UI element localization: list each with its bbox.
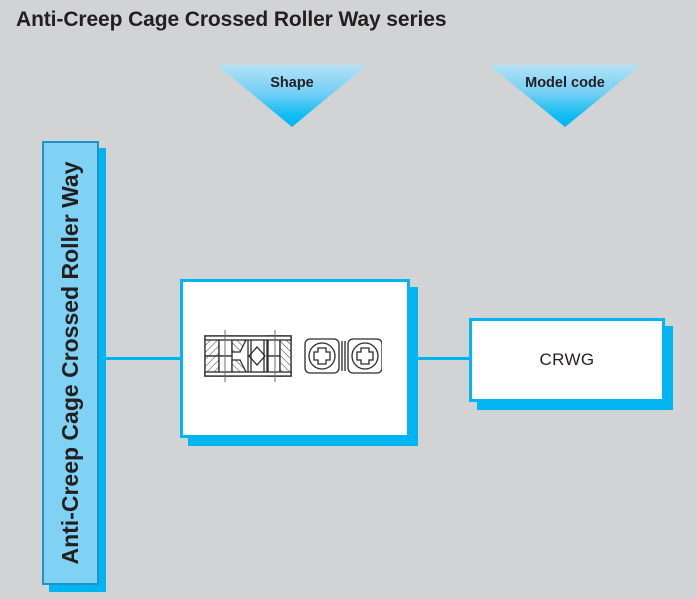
connector-shape-to-model — [408, 357, 472, 360]
crossed-roller-way-cross-section-icon — [202, 327, 383, 385]
category-bar-label: Anti-Creep Cage Crossed Roller Way — [57, 161, 83, 565]
category-bar-anti-creep-cage-crossed-roller-way[interactable]: Anti-Creep Cage Crossed Roller Way — [42, 141, 106, 592]
connector-category-to-shape — [98, 357, 182, 360]
column-header-model-code-label: Model code — [525, 75, 605, 91]
model-code-cell-face: CRWG — [469, 318, 665, 402]
shape-cell[interactable] — [180, 279, 418, 446]
category-bar-face — [42, 141, 99, 585]
column-header-shape-label: Shape — [270, 75, 314, 91]
column-header-shape: Shape — [217, 65, 367, 127]
page-title: Anti-Creep Cage Crossed Roller Way serie… — [16, 8, 447, 31]
column-header-model-code: Model code — [489, 65, 641, 127]
model-code-cell[interactable]: CRWG — [469, 318, 673, 410]
model-code-label: CRWG — [539, 350, 595, 369]
